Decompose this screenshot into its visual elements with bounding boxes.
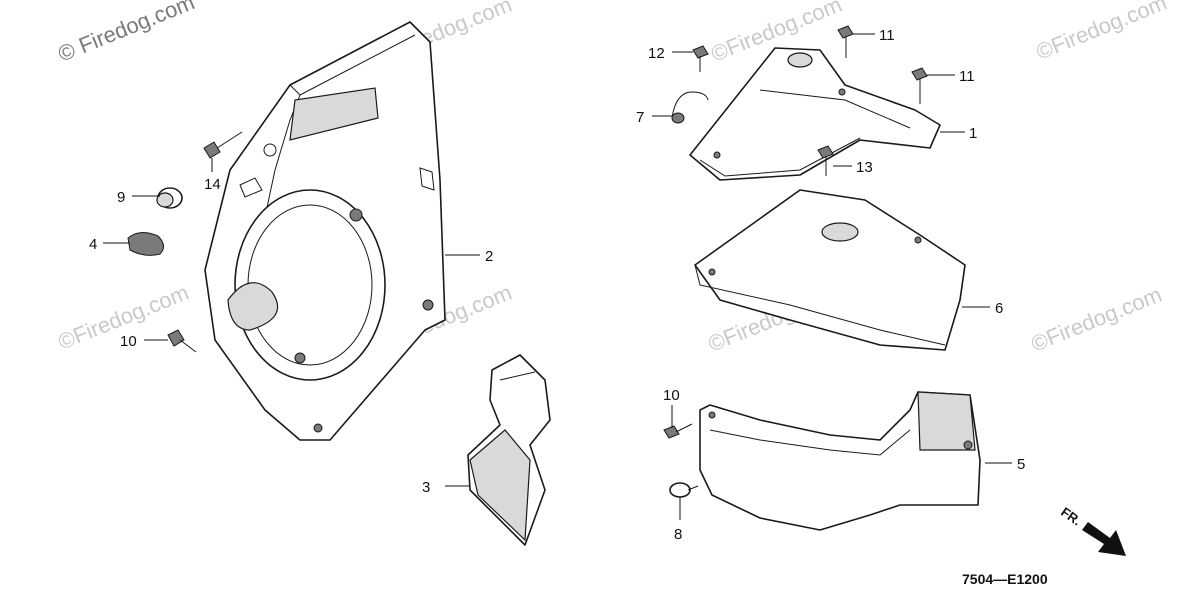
part-clip bbox=[671, 91, 709, 124]
part-fan-cover bbox=[204, 21, 446, 441]
part-bolts-right bbox=[663, 25, 928, 439]
callout-5: 5 bbox=[1017, 456, 1025, 473]
part-clamp bbox=[669, 482, 699, 498]
watermark-top-left: © Firedog.com bbox=[55, 0, 198, 67]
callout-numbers: 1 2 3 4 5 6 7 8 9 10 10 11 11 12 13 14 bbox=[89, 27, 1025, 543]
callout-10-right: 10 bbox=[663, 387, 680, 404]
part-bracket bbox=[689, 47, 941, 181]
callout-4: 4 bbox=[89, 236, 97, 253]
callout-9: 9 bbox=[117, 189, 125, 206]
callout-1: 1 bbox=[969, 125, 977, 142]
callout-7: 7 bbox=[636, 109, 644, 126]
callout-10-left: 10 bbox=[120, 333, 137, 350]
front-direction-marker: FR. bbox=[1058, 504, 1126, 556]
diagram-code: 7504—E1200 bbox=[962, 571, 1048, 587]
leader-lines bbox=[103, 33, 1012, 520]
callout-11-right: 11 bbox=[959, 68, 975, 85]
watermark: ©Firedog.com bbox=[1033, 0, 1171, 65]
part-grommet bbox=[127, 232, 164, 256]
part-bolt-10-left bbox=[167, 329, 197, 353]
part-under-cover bbox=[694, 189, 966, 351]
callout-6: 6 bbox=[995, 300, 1003, 317]
callout-13: 13 bbox=[856, 159, 873, 176]
callout-2: 2 bbox=[485, 248, 493, 265]
callout-14: 14 bbox=[204, 176, 221, 193]
front-label: FR. bbox=[1058, 504, 1084, 528]
part-bolt-14 bbox=[203, 131, 243, 159]
callout-3: 3 bbox=[422, 479, 430, 496]
part-guard bbox=[467, 354, 551, 546]
watermark: ©Firedog.com bbox=[1028, 282, 1166, 357]
part-lower-cover bbox=[699, 391, 981, 531]
callout-12: 12 bbox=[648, 45, 665, 62]
front-arrow-icon bbox=[1082, 522, 1126, 556]
callout-11-top: 11 bbox=[879, 27, 895, 44]
callout-8: 8 bbox=[674, 526, 682, 543]
part-plug bbox=[156, 187, 183, 209]
